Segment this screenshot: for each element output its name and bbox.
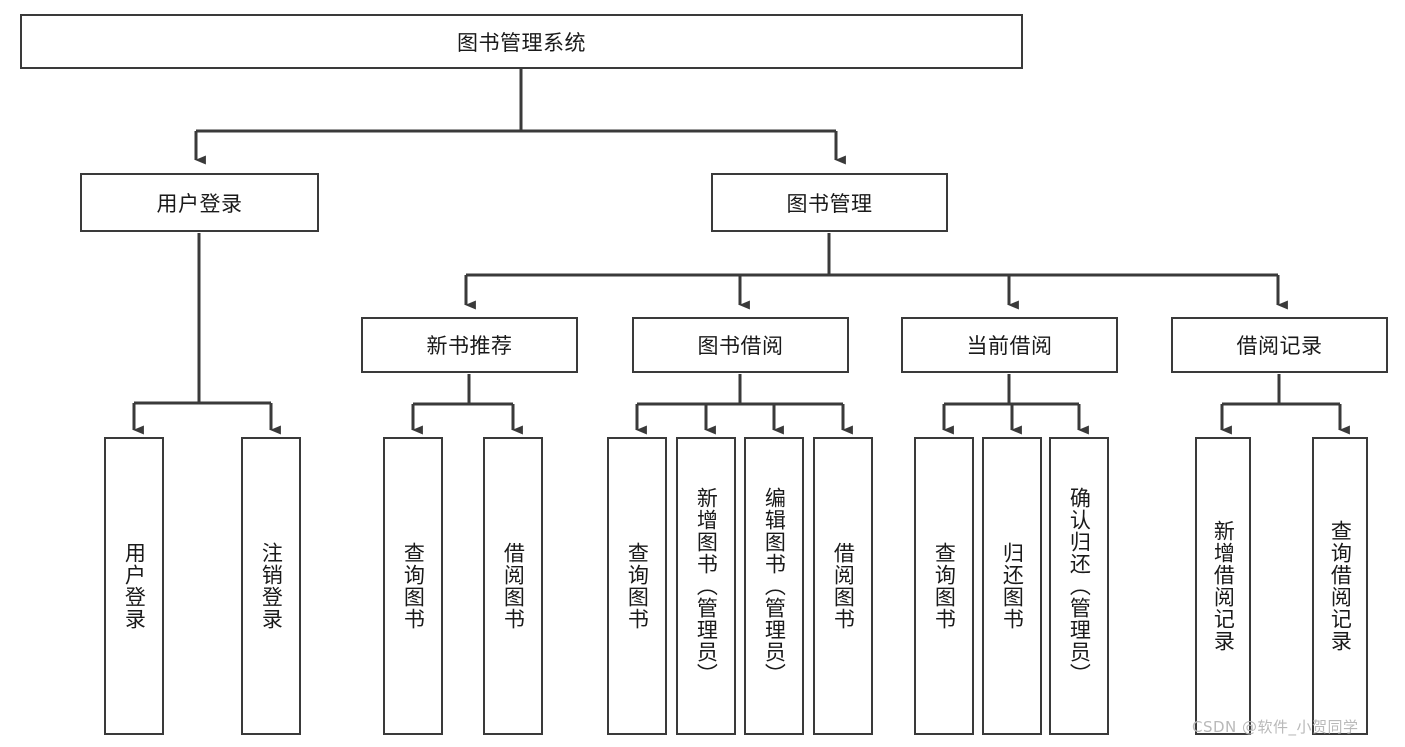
leaf-borrow-borrow-book[interactable]: 借阅图书: [813, 437, 873, 735]
leaf-borrow-query-book[interactable]: 查询图书: [607, 437, 667, 735]
leaf-current-return-book[interactable]: 归还图书: [982, 437, 1042, 735]
node-user-login-label: 用户登录: [156, 191, 243, 216]
leaf-record-add[interactable]: 新增借阅记录: [1195, 437, 1251, 735]
leaf-borrow-edit-book-label: 编辑图书（管理员）: [762, 487, 787, 685]
node-book-management-label: 图书管理: [786, 191, 873, 216]
leaf-current-query-book-label: 查询图书: [932, 542, 957, 630]
leaf-user-logout[interactable]: 注销登录: [241, 437, 301, 735]
node-book-borrow-label: 图书借阅: [697, 334, 784, 358]
leaf-user-logout-label: 注销登录: [259, 542, 284, 630]
leaf-user-login-label: 用户登录: [122, 542, 147, 630]
node-user-login[interactable]: 用户登录: [80, 173, 319, 232]
node-borrow-record-label: 借阅记录: [1236, 334, 1323, 358]
leaf-newbook-borrow-book-label: 借阅图书: [501, 542, 526, 630]
node-book-borrow[interactable]: 图书借阅: [632, 317, 849, 373]
leaf-borrow-add-book-label: 新增图书（管理员）: [694, 487, 719, 685]
node-book-management[interactable]: 图书管理: [711, 173, 948, 232]
leaf-borrow-edit-book[interactable]: 编辑图书（管理员）: [744, 437, 804, 735]
leaf-borrow-query-book-label: 查询图书: [625, 542, 650, 630]
leaf-newbook-borrow-book[interactable]: 借阅图书: [483, 437, 543, 735]
leaf-current-query-book[interactable]: 查询图书: [914, 437, 974, 735]
leaf-newbook-query-book[interactable]: 查询图书: [383, 437, 443, 735]
leaf-user-login[interactable]: 用户登录: [104, 437, 164, 735]
node-root-label: 图书管理系统: [457, 30, 586, 55]
leaf-borrow-add-book[interactable]: 新增图书（管理员）: [676, 437, 736, 735]
leaf-current-return-book-label: 归还图书: [1000, 542, 1025, 630]
node-current-borrow[interactable]: 当前借阅: [901, 317, 1118, 373]
leaf-record-query-label: 查询借阅记录: [1328, 520, 1353, 652]
node-root[interactable]: 图书管理系统: [20, 14, 1023, 69]
node-current-borrow-label: 当前借阅: [966, 334, 1053, 358]
leaf-record-add-label: 新增借阅记录: [1211, 520, 1236, 652]
leaf-record-query[interactable]: 查询借阅记录: [1312, 437, 1368, 735]
node-new-book-recommend[interactable]: 新书推荐: [361, 317, 578, 373]
leaf-current-confirm-return[interactable]: 确认归还（管理员）: [1049, 437, 1109, 735]
leaf-borrow-borrow-book-label: 借阅图书: [831, 542, 856, 630]
leaf-newbook-query-book-label: 查询图书: [401, 542, 426, 630]
leaf-current-confirm-return-label: 确认归还（管理员）: [1067, 487, 1092, 685]
node-borrow-record[interactable]: 借阅记录: [1171, 317, 1388, 373]
node-new-book-recommend-label: 新书推荐: [426, 334, 513, 358]
